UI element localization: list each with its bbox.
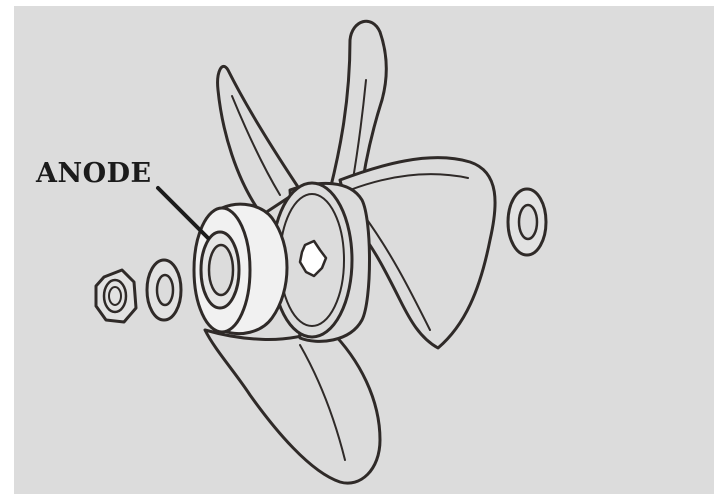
propeller-blade-upper-left — [218, 66, 300, 215]
label-leader-line — [158, 188, 208, 238]
washer-rear-hole — [519, 205, 537, 239]
washer-front-hole — [157, 275, 173, 305]
propeller-blade-bottom — [205, 330, 380, 483]
hex-nut — [96, 270, 136, 322]
anode-label: ANODE — [36, 158, 152, 189]
anode-bore-inner — [209, 245, 233, 295]
